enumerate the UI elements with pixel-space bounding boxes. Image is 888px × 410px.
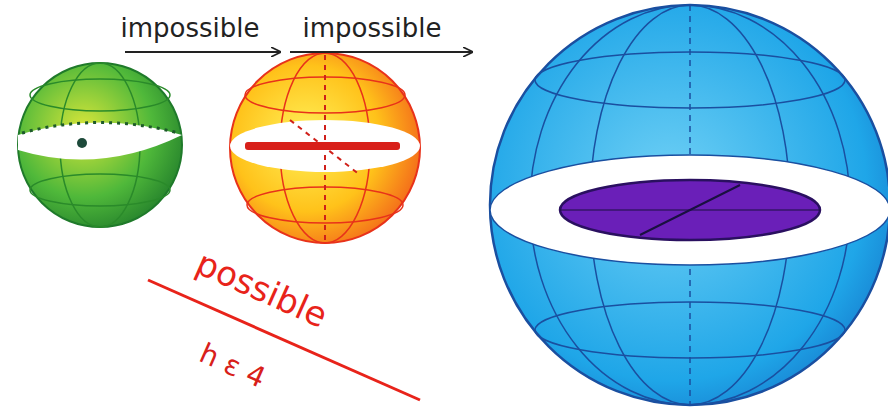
arrow	[125, 51, 280, 53]
orange-sphere	[230, 53, 420, 243]
note-text: possible	[191, 245, 333, 336]
note-text: h ε 4	[194, 338, 269, 394]
arrow	[290, 51, 472, 53]
arrow-label: impossible	[302, 14, 441, 43]
arrow-label: impossible	[120, 14, 259, 43]
green-sphere	[18, 63, 182, 227]
blue-sphere	[490, 5, 888, 405]
